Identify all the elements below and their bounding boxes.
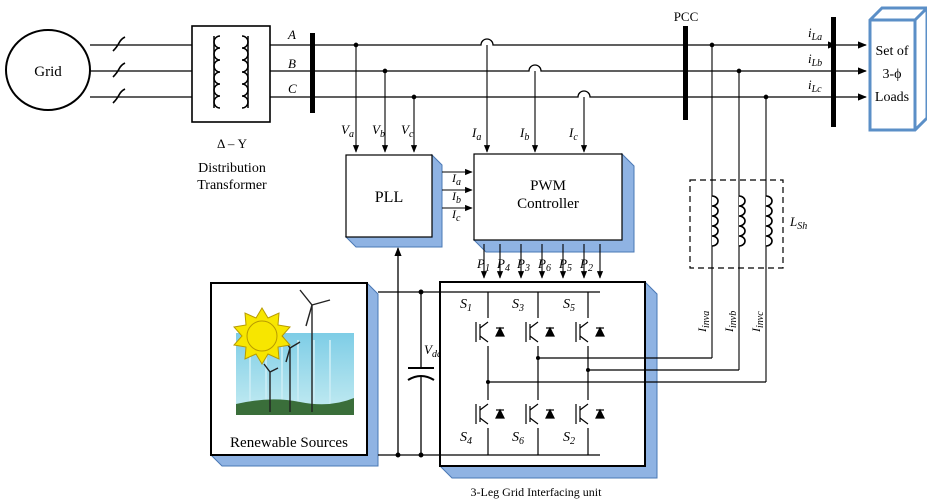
inverter-current-b: Iinvb <box>722 311 739 333</box>
sun-icon <box>233 307 291 365</box>
pcc-label: PCC <box>674 9 699 24</box>
load-busbar <box>831 17 836 127</box>
pwm-label-line1: PWM <box>530 178 566 194</box>
vdc-label: Vdc <box>424 342 442 360</box>
renewable-label: Renewable Sources <box>230 435 348 451</box>
current-signal-c: Ic <box>568 125 578 143</box>
voltage-signal-b: Vb <box>372 122 385 140</box>
phase-c-label: C <box>288 81 297 96</box>
loads-label-line2: 3-ϕ <box>882 67 901 82</box>
pll-to-pwm-arrows <box>442 168 473 212</box>
switch-s4: S4 <box>460 430 472 447</box>
voltage-sense-lines <box>352 42 418 153</box>
pulse-labels: P1 P4 P3 P6 P5 P2 <box>476 256 593 274</box>
wind-turbines <box>263 289 331 412</box>
renewable-illustration <box>233 289 354 415</box>
transformer-label-line2: Transformer <box>197 178 267 193</box>
igbt-s3 <box>525 318 555 346</box>
distribution-transformer: Δ – Y Distribution Transformer <box>191 25 271 193</box>
transformer-symbol: Δ – Y <box>217 136 248 151</box>
pulse-p6: P6 <box>537 256 551 274</box>
pcc-busbar <box>683 26 688 120</box>
pulse-p2: P2 <box>579 256 593 274</box>
voltage-signal-c: Vc <box>401 122 414 140</box>
pulse-arrows <box>480 244 604 279</box>
pulse-p3: P3 <box>516 256 530 274</box>
current-signal-a: Ia <box>471 125 481 143</box>
current-signal-b: Ib <box>519 125 529 143</box>
igbt-s4 <box>475 400 505 428</box>
pwm-label-line2: Controller <box>517 196 579 212</box>
igbt-s2 <box>575 400 605 428</box>
shunt-inductors: LSh <box>689 179 807 269</box>
pll-output-c: Ic <box>451 207 461 224</box>
pll-label: PLL <box>375 189 403 206</box>
load-current-c: iLc <box>808 77 822 95</box>
switch-s1: S1 <box>460 297 472 314</box>
igbt-s5 <box>575 318 605 346</box>
pwm-controller-block: PWM Controller <box>472 152 635 253</box>
pulse-p1: P1 <box>476 256 490 274</box>
switch-s2: S2 <box>563 430 575 447</box>
load-current-b: iLb <box>808 51 822 69</box>
pulse-p5: P5 <box>558 256 572 274</box>
switch-s6: S6 <box>512 430 524 447</box>
pulse-p4: P4 <box>496 256 510 274</box>
phase-a-label: A <box>287 27 296 42</box>
renewable-sources-block: Renewable Sources <box>209 281 379 467</box>
igbt-switches <box>475 318 605 428</box>
phase-b-label: B <box>288 56 296 71</box>
igbt-s1 <box>475 318 505 346</box>
load-current-labels: iLa iLb iLc <box>808 25 822 95</box>
grid-lines <box>90 36 192 104</box>
dc-link <box>378 247 440 458</box>
pll-output-b: Ib <box>451 189 461 206</box>
loads-label-line1: Set of <box>875 44 908 59</box>
switch-s5: S5 <box>563 297 575 314</box>
igbt-s6 <box>525 400 555 428</box>
inverter-current-c: Iinvc <box>749 311 766 333</box>
pll-output-a: Ia <box>451 171 461 188</box>
inverter-current-a: Iinva <box>695 311 712 333</box>
inductor-label: LSh <box>789 214 807 232</box>
phase-lines <box>270 38 867 101</box>
load-current-a: iLa <box>808 25 822 43</box>
grid-label: Grid <box>34 64 62 80</box>
vsc-caption: 3-Leg Grid Interfacing unit <box>471 485 603 499</box>
pll-block: PLL <box>344 153 443 248</box>
loads-label-line3: Loads <box>875 90 909 105</box>
voltage-signal-a: Va <box>341 122 354 140</box>
grid-source: Grid <box>5 29 91 111</box>
vsc-block: S1 S3 S5 S4 S6 S2 <box>438 280 766 479</box>
current-sense-lines <box>483 45 588 153</box>
loads-box: Set of 3-ϕ Loads <box>868 6 927 132</box>
switch-s3: S3 <box>512 297 524 314</box>
transformer-busbar <box>310 33 315 113</box>
transformer-label-line1: Distribution <box>198 161 266 176</box>
